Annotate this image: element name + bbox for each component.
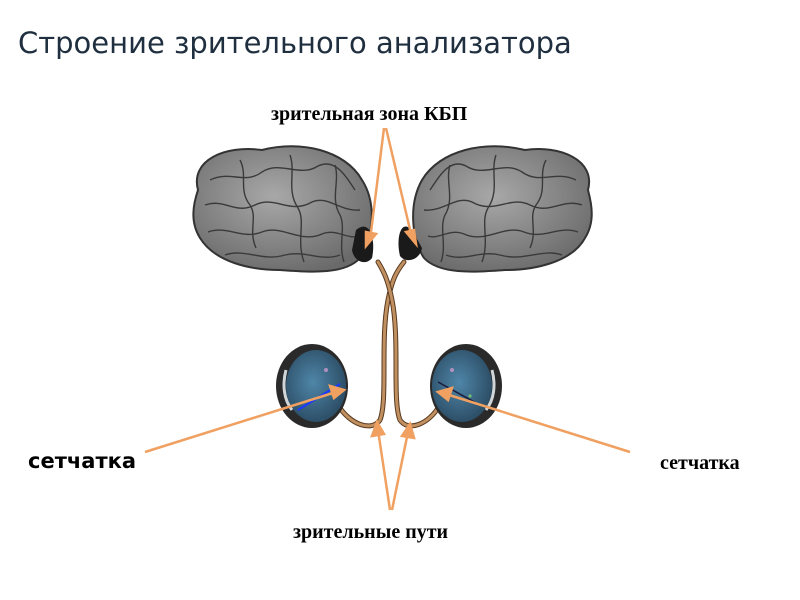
- label-visual-cortex-zone: зрительная зона КБП: [271, 103, 468, 125]
- label-retina-left: сетчатка: [28, 449, 137, 473]
- label-optic-pathways: зрительные пути: [293, 521, 449, 543]
- slide-title: Строение зрительного анализатора: [18, 26, 572, 60]
- arrowhead-cortex-left: [364, 230, 379, 250]
- left-brain-hemisphere: [192, 145, 374, 273]
- arrowhead-paths-left: [370, 419, 386, 438]
- arrow-paths-left: [376, 429, 392, 511]
- left-eye: [276, 344, 348, 428]
- pointer-arrows: [144, 127, 631, 511]
- right-brain-hemisphere: [398, 145, 593, 273]
- arrowhead-cortex-right: [403, 228, 418, 249]
- label-retina-right: сетчатка: [660, 452, 740, 474]
- arrowhead-retina-left: [328, 384, 347, 401]
- right-visual-zone: [398, 226, 422, 261]
- right-eye: [430, 344, 502, 428]
- arrow-cortex-right: [384, 127, 414, 239]
- arrow-cortex-left: [368, 127, 386, 241]
- arrow-retina-left: [144, 390, 337, 454]
- arrow-paths-right: [390, 431, 410, 511]
- optic-pathways: [335, 259, 443, 429]
- arrowhead-paths-right: [399, 421, 416, 440]
- arrow-retina-right: [445, 392, 631, 454]
- arrowhead-retina-right: [435, 386, 454, 403]
